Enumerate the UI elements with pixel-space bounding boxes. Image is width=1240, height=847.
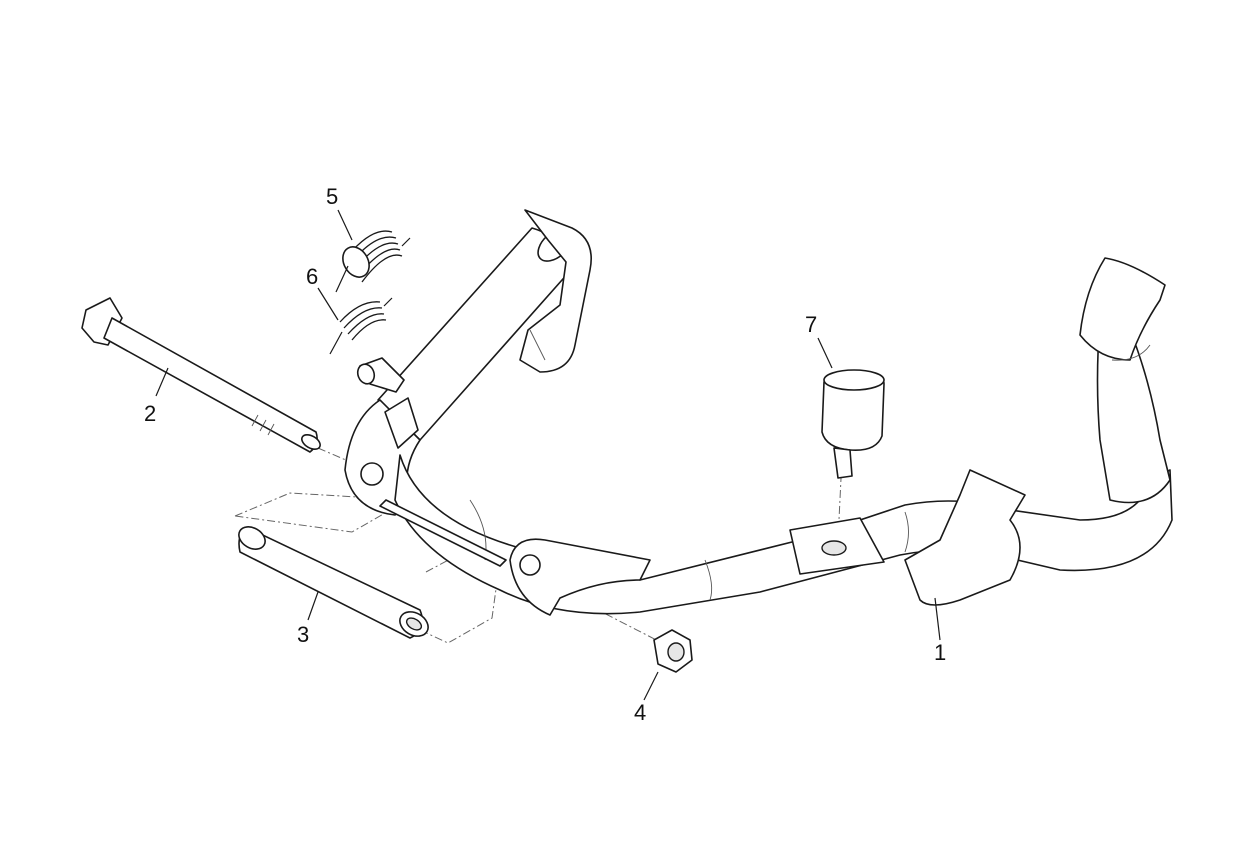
pivot-bolt <box>81 297 321 453</box>
leader-4 <box>643 671 659 701</box>
rubber-pad-top <box>823 369 885 391</box>
spring-coils-large <box>345 230 403 283</box>
spring-hook-tab <box>384 397 419 449</box>
bolt-shank <box>103 317 318 453</box>
tube-seam-1 <box>704 559 713 601</box>
sleeve-body <box>238 527 424 639</box>
left-foot-plate-edge <box>529 329 546 361</box>
return-spring-large <box>335 230 411 293</box>
leader-1 <box>934 597 941 641</box>
leader-6 <box>317 287 339 321</box>
callout-1: 1 <box>934 640 946 665</box>
lower-cross-tube <box>394 454 1173 615</box>
bolt-end <box>301 433 321 451</box>
left-pivot-hole <box>360 462 384 486</box>
return-spring-small <box>329 297 393 355</box>
right-foot-plate <box>904 469 1026 606</box>
callout-5: 5 <box>326 184 338 209</box>
lock-nut <box>653 629 693 673</box>
right-pivot-bracket <box>509 538 651 616</box>
mount-plate-hole <box>821 540 847 556</box>
callout-3: 3 <box>297 622 309 647</box>
right-upright-tube <box>1096 319 1171 504</box>
spring-coils-small <box>339 301 387 341</box>
sleeve-end-back <box>238 526 266 550</box>
spring-hooks-large <box>335 237 411 293</box>
callout-2: 2 <box>144 401 156 426</box>
center-stand-frame <box>344 209 1173 616</box>
tube-seam-2 <box>904 511 909 553</box>
nut-bore <box>667 642 685 662</box>
callout-7: 7 <box>805 312 817 337</box>
leader-2 <box>155 367 169 397</box>
spacer-sleeve <box>238 526 429 639</box>
callout-4: 4 <box>634 700 646 725</box>
stop-pin <box>356 357 405 393</box>
right-tube-seam <box>1111 344 1151 361</box>
leader-7 <box>817 337 833 369</box>
callout-6: 6 <box>306 264 318 289</box>
right-pivot-hole <box>519 554 541 576</box>
rubber-pad-stem <box>833 447 853 479</box>
spring-coil-end-large <box>342 246 370 278</box>
left-foot-plate <box>519 209 592 373</box>
sleeve-bore <box>405 617 423 631</box>
leader-5 <box>337 209 353 241</box>
bolt-thread <box>251 414 275 436</box>
right-foot-cap <box>1079 257 1166 361</box>
leader-3 <box>307 591 319 621</box>
callout-labels: 1 2 3 4 5 6 7 <box>144 184 946 725</box>
brace-rod <box>379 499 507 567</box>
rubber-pad <box>821 369 885 479</box>
spring-hooks-small <box>329 297 393 355</box>
callout-leaders <box>155 209 941 701</box>
stop-pin-head <box>356 363 376 385</box>
